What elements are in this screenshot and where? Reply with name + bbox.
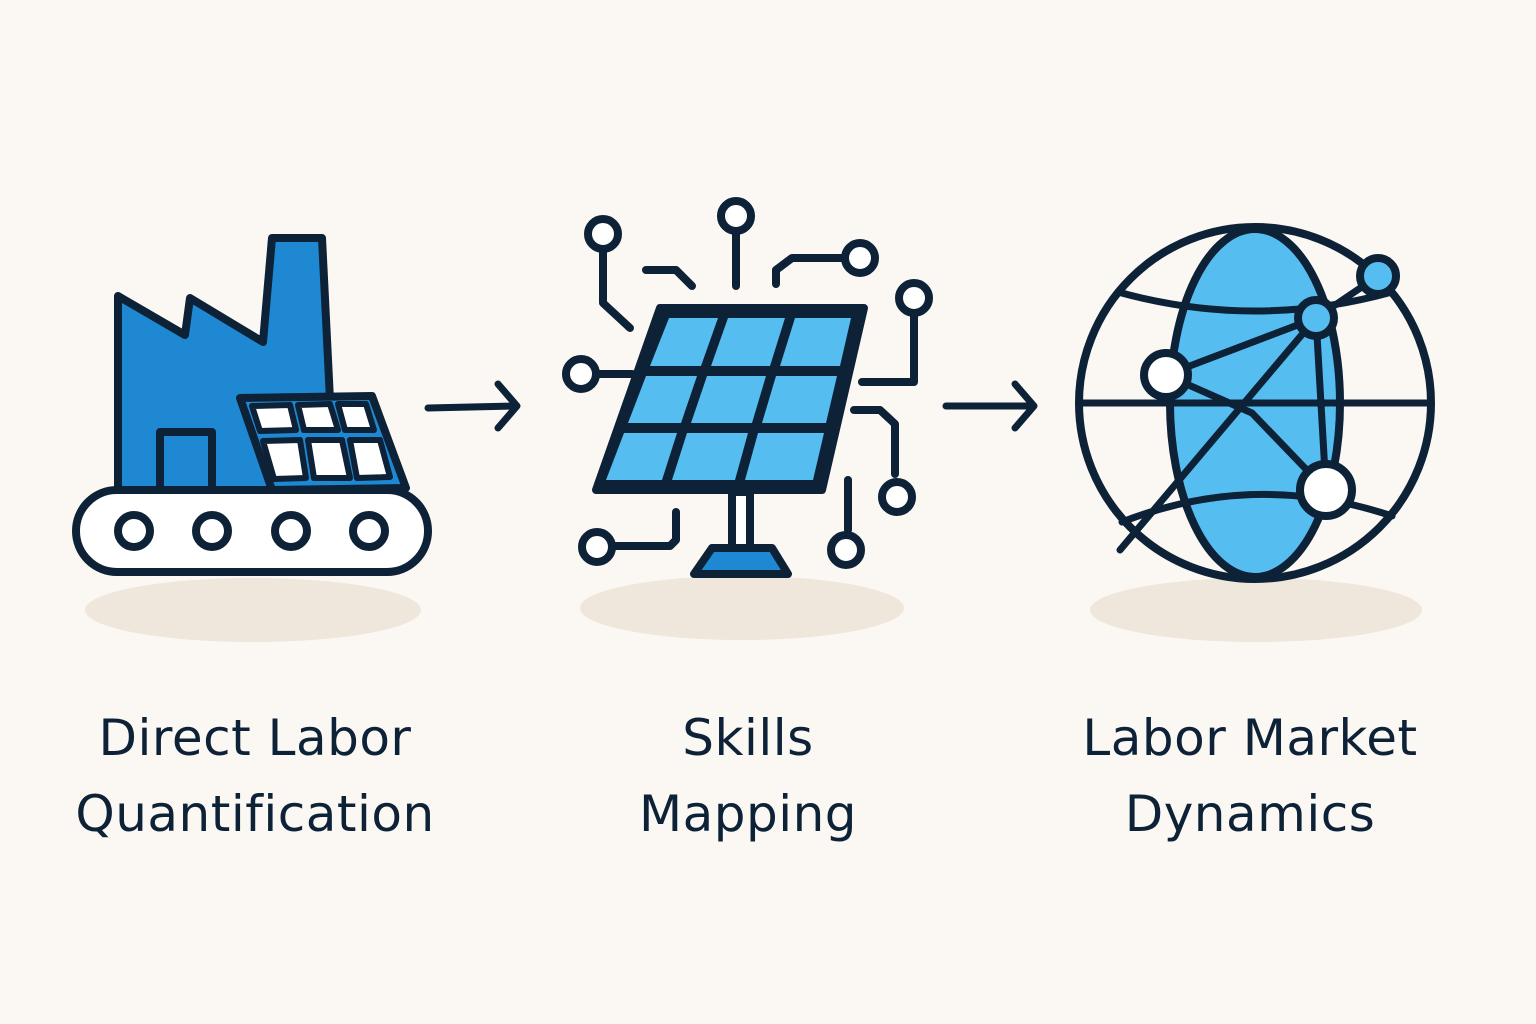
- step-label-line: Mapping: [638, 785, 858, 843]
- step-label-labor-market: Labor Market Dynamics: [1020, 700, 1480, 852]
- solar-panel-circuit-icon: [562, 197, 933, 578]
- factory-shadow: [85, 578, 421, 642]
- step-label-line: Direct Labor: [98, 709, 412, 767]
- step-label-direct-labor: Direct Labor Quantification: [25, 700, 485, 852]
- solar-shadow: [580, 576, 904, 640]
- globe-network-icon: [1075, 223, 1435, 583]
- step-label-line: Quantification: [75, 785, 435, 843]
- factory-conveyor-icon: [72, 234, 432, 576]
- step-label-line: Skills: [682, 709, 814, 767]
- arrow-right-icon: [942, 380, 1038, 432]
- step-label-line: Dynamics: [1124, 785, 1376, 843]
- wheel: [192, 511, 232, 551]
- globe-shadow: [1090, 578, 1422, 642]
- step-label-skills-mapping: Skills Mapping: [518, 700, 978, 852]
- wheel: [349, 511, 389, 551]
- wheel: [271, 511, 311, 551]
- step-label-line: Labor Market: [1082, 709, 1418, 767]
- wheel: [114, 511, 154, 551]
- arrow-right-icon: [424, 380, 521, 432]
